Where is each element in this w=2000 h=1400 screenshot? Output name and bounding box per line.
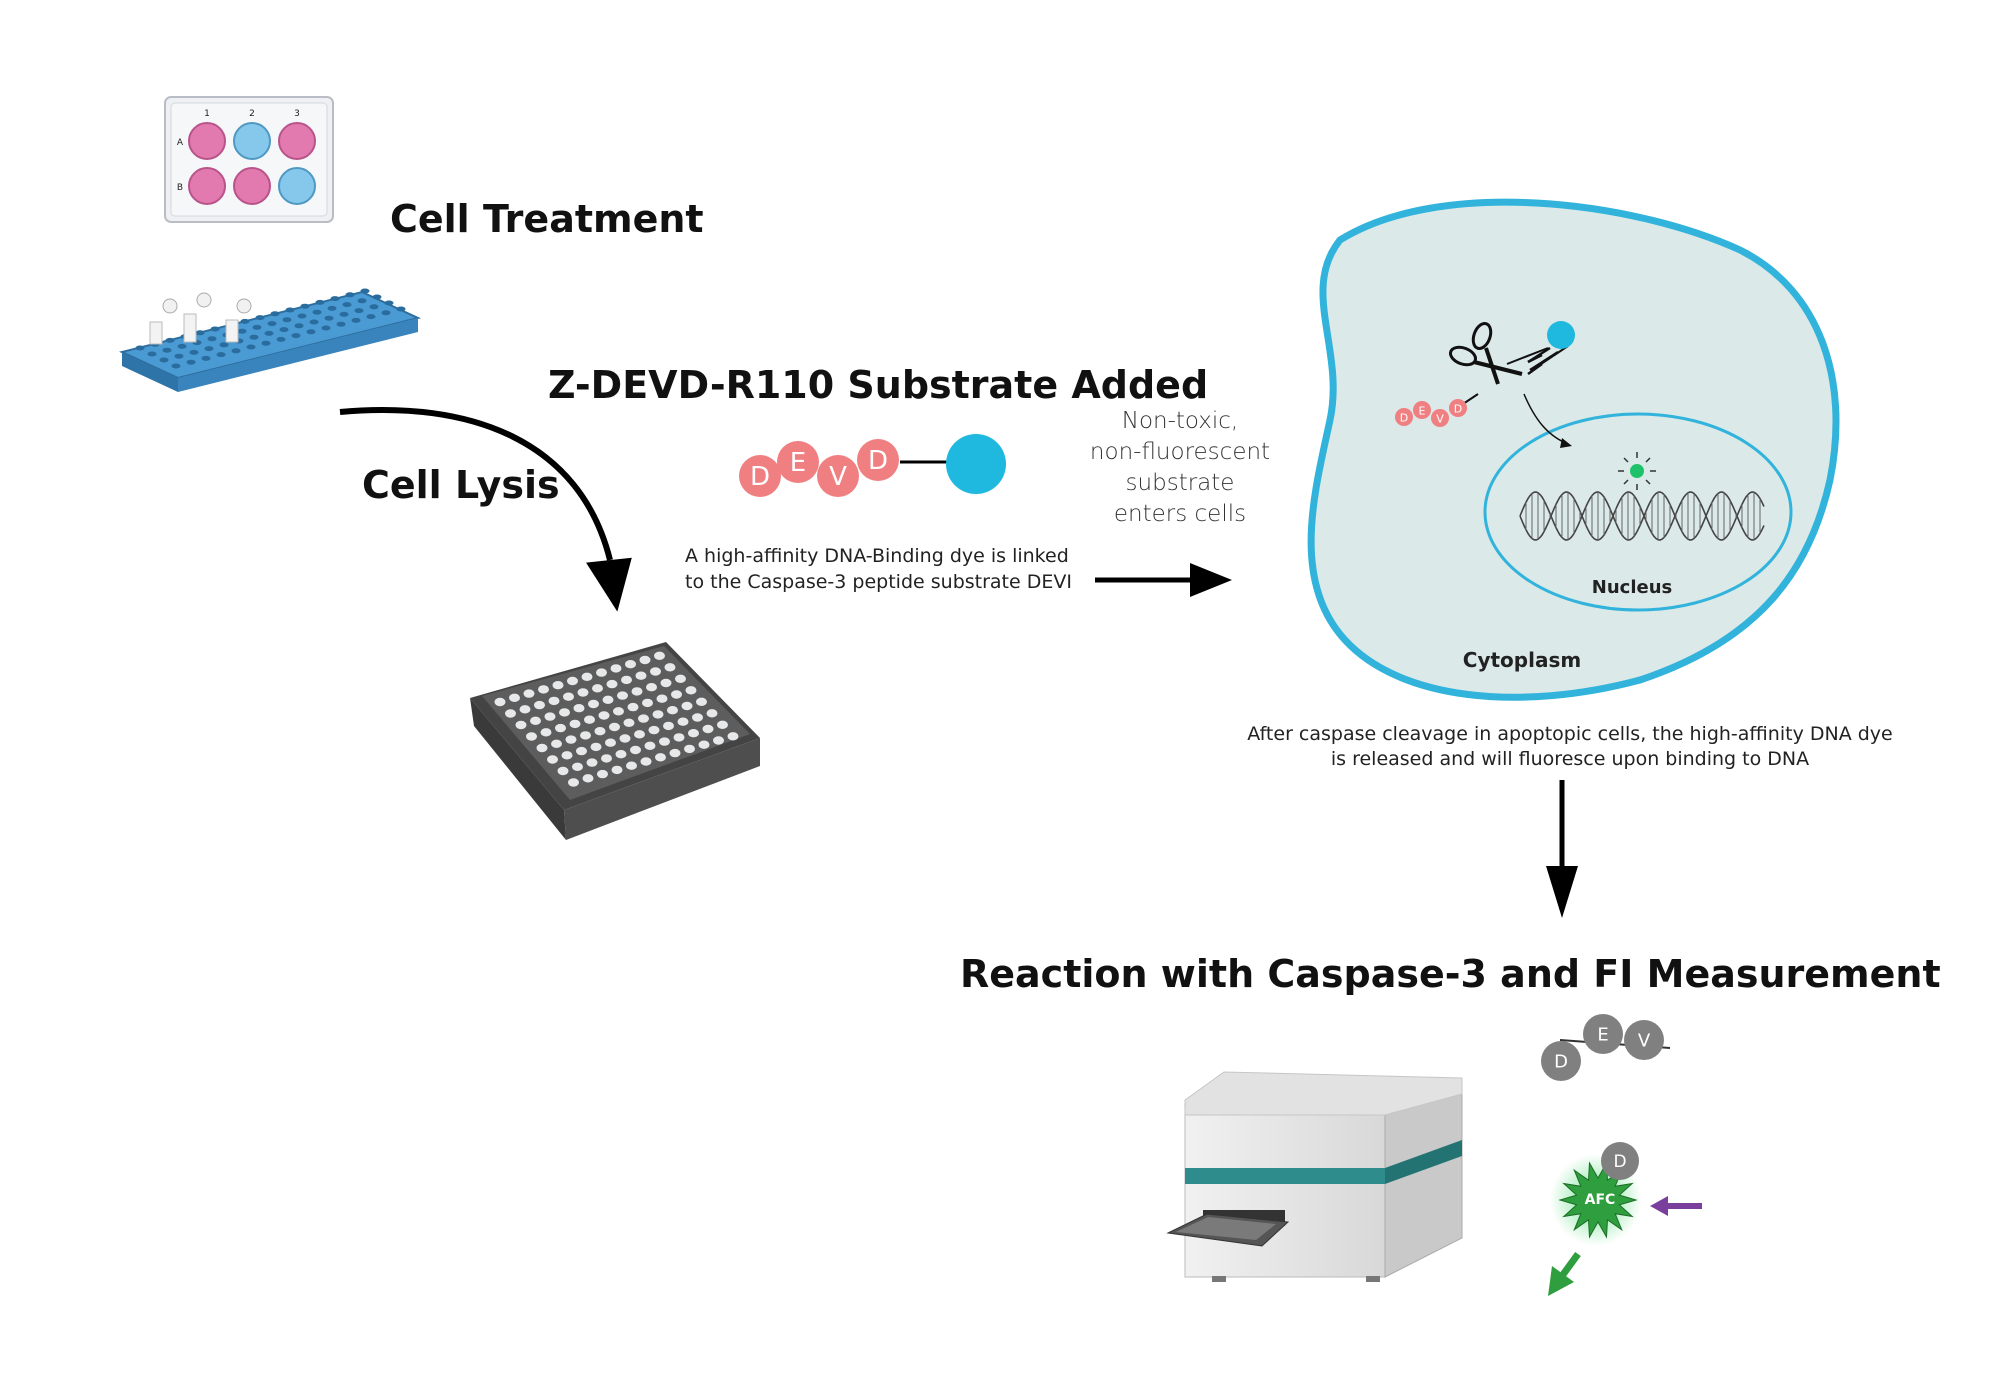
plate-col-label: 1 (204, 109, 210, 119)
scissors-icon (1448, 321, 1523, 385)
plate-row-label: A (177, 138, 184, 148)
six-well-plate-icon: 1 2 3 A B (164, 96, 334, 223)
dye-caption-line1: A high-affinity DNA-Binding dye is linke… (685, 545, 1069, 567)
cell-diagram: Nucleus Cytoplasm D E V D (1307, 198, 1840, 701)
after-caption-line1: After caspase cleavage in apoptopic cell… (1247, 723, 1892, 745)
enters-caption-line4: enters cells (1114, 501, 1246, 527)
after-caption-line2: is released and will fluoresce upon bind… (1331, 748, 1809, 770)
bead-label: D (868, 446, 888, 476)
enters-caption-line2: non-fluorescent (1090, 439, 1270, 465)
bead-label: D (1613, 1152, 1626, 1172)
tube-icon (149, 292, 252, 345)
substrate-added-title: Z-DEVD-R110 Substrate Added (548, 363, 1208, 407)
96-well-plate-icon (470, 642, 760, 840)
nucleus-label: Nucleus (1592, 577, 1672, 598)
dna-helix-icon (1519, 491, 1765, 541)
bead-label: E (1419, 405, 1426, 418)
cytoplasm-label: Cytoplasm (1463, 648, 1581, 672)
down-arrow (1546, 780, 1578, 918)
bead-label: D (1554, 1052, 1568, 1073)
bead-label: V (1638, 1031, 1651, 1052)
enters-caption-line1: Non-toxic, (1122, 408, 1239, 434)
enter-cell-arrow (1095, 563, 1232, 597)
bead-label: V (1436, 413, 1444, 426)
plate-row-label: B (177, 183, 183, 193)
afc-fluorescence-icon: AFC D (1550, 1142, 1642, 1246)
dye-caption-line2: to the Caspase-3 peptide substrate DEVI (685, 571, 1072, 593)
emission-arrow (1548, 1251, 1581, 1296)
enters-caption-line3: substrate (1126, 470, 1235, 496)
plate-col-label: 2 (249, 109, 255, 119)
reaction-title: Reaction with Caspase-3 and FI Measureme… (960, 952, 1941, 996)
cleaved-devd-icon: D E V D (1395, 393, 1479, 427)
free-peptide-icon: D E V (1541, 1014, 1671, 1081)
fluorescent-dye-icon (1618, 452, 1656, 490)
bead-label: D (1400, 412, 1408, 425)
bead-label: E (1597, 1025, 1608, 1046)
released-dye-icon (1547, 321, 1575, 349)
excitation-arrow (1650, 1196, 1702, 1216)
cell-lysis-arrow (339, 406, 632, 612)
plate-col-label: 3 (294, 109, 300, 119)
cell-treatment-title: Cell Treatment (390, 197, 704, 241)
tube-rack-icon (119, 288, 421, 392)
bead-label: D (750, 462, 770, 492)
bead-label: D (1454, 403, 1462, 416)
dye-path-arrow (1523, 393, 1572, 448)
plate-reader-icon (1166, 1071, 1463, 1282)
afc-label: AFC (1585, 1192, 1616, 1208)
bead-label: E (790, 448, 806, 478)
cell-lysis-title: Cell Lysis (362, 463, 560, 507)
devd-substrate-icon: D E V D (739, 434, 1006, 497)
nucleus-shape (1483, 412, 1793, 612)
bead-label: V (829, 462, 847, 492)
